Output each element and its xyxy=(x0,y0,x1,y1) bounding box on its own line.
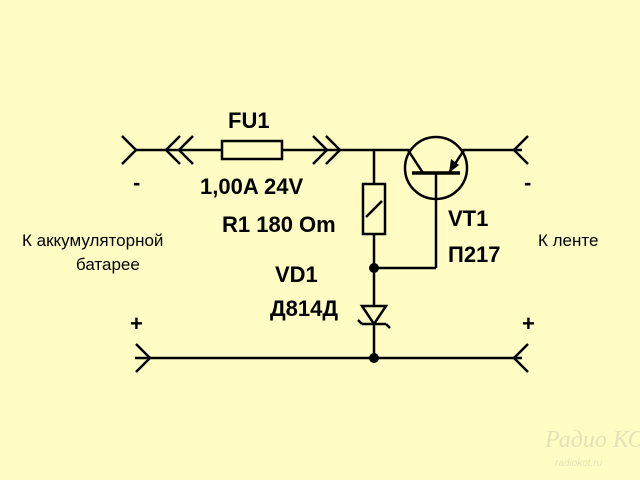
left-minus-sign: - xyxy=(133,170,140,195)
battery-label-line1: К аккумуляторной xyxy=(22,231,163,250)
tape-label: К ленте xyxy=(538,231,598,250)
diode-type-label: Д814Д xyxy=(270,296,338,321)
diode-ref-label: VD1 xyxy=(275,262,318,287)
emitter-arrow xyxy=(449,159,459,173)
left-plus-sign: + xyxy=(130,311,143,336)
battery-label-line2: батарее xyxy=(76,255,140,274)
right-plus-terminal xyxy=(512,343,529,373)
transistor-ref-label: VT1 xyxy=(448,206,488,231)
left-minus-terminal xyxy=(121,135,138,165)
zener-diode-vd1 xyxy=(357,304,391,329)
left-plus-terminal xyxy=(135,343,152,373)
fuse-holder-right xyxy=(312,135,342,165)
fuse-holder-left xyxy=(164,135,194,165)
watermark-url: radiokot.ru xyxy=(555,458,603,469)
fuse-fu1 xyxy=(220,139,284,161)
fuse-ref-label: FU1 xyxy=(228,108,270,133)
resistor-slash xyxy=(365,200,383,218)
transistor-type-label: П217 xyxy=(448,242,501,267)
resistor-label: R1 180 Om xyxy=(222,212,336,237)
junction-dot xyxy=(369,353,379,363)
transistor-vt1 xyxy=(403,135,469,268)
right-plus-sign: + xyxy=(522,311,535,336)
right-minus-terminal xyxy=(512,135,529,165)
junction-dot xyxy=(369,263,379,273)
fuse-rating-label: 1,00A 24V xyxy=(200,174,303,199)
watermark-brand: Радио КОТ xyxy=(544,427,640,453)
right-minus-sign: - xyxy=(524,170,531,195)
